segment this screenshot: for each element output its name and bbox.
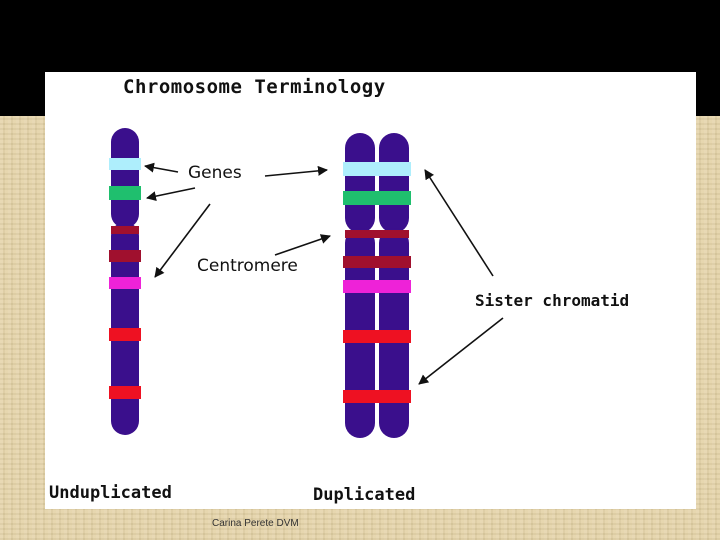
band-red <box>343 330 377 343</box>
gene-band-green <box>377 191 411 205</box>
centromere-label: Centromere <box>197 256 298 276</box>
diagram-panel: Chromosome Terminology Genes Centromere … <box>45 72 696 509</box>
duplicated-chromatid-right <box>377 133 411 438</box>
arrow-sister-chromatid-bottom <box>418 317 504 385</box>
diagram-title: Chromosome Terminology <box>123 76 386 98</box>
arrow-genes-to-duplicated <box>264 165 328 177</box>
band-red <box>343 390 377 403</box>
gene-band-green <box>109 186 141 200</box>
unduplicated-label: Unduplicated <box>49 483 172 503</box>
centromere-junction <box>345 230 409 238</box>
chromosome-upper-arm <box>111 128 139 228</box>
band-magenta <box>377 280 411 293</box>
footer-credit: Carina Perete DVM <box>212 518 299 529</box>
duplicated-chromatid-left <box>343 133 377 438</box>
arrow-genes-to-unduplicated-green <box>146 187 196 202</box>
chromosome-diagram <box>109 128 504 438</box>
arrow-centromere-to-duplicated <box>274 234 331 256</box>
duplicated-label: Duplicated <box>313 485 416 505</box>
band-red <box>377 390 411 403</box>
band-red <box>377 330 411 343</box>
genes-label: Genes <box>188 163 242 183</box>
band-dark-red <box>109 250 141 262</box>
band-magenta <box>343 280 377 293</box>
unduplicated-chromosome <box>109 128 141 435</box>
arrow-genes-to-unduplicated-blue <box>144 162 179 173</box>
gene-band-light-blue <box>343 162 377 176</box>
band-red <box>109 328 141 341</box>
chromatid-upper-arm <box>379 133 409 233</box>
arrow-sister-chromatid-top <box>424 169 494 277</box>
band-magenta <box>109 277 141 289</box>
sister-chromatid-label: Sister chromatid <box>475 291 630 310</box>
gene-band-light-blue <box>377 162 411 176</box>
chromatid-upper-arm <box>345 133 375 233</box>
centromere-band <box>111 226 139 234</box>
arrow-centromere-to-unduplicated <box>154 203 211 278</box>
gene-band-green <box>343 191 377 205</box>
band-dark-red <box>343 256 377 268</box>
band-dark-red <box>377 256 411 268</box>
band-red <box>109 386 141 399</box>
gene-band-light-blue <box>109 158 141 170</box>
